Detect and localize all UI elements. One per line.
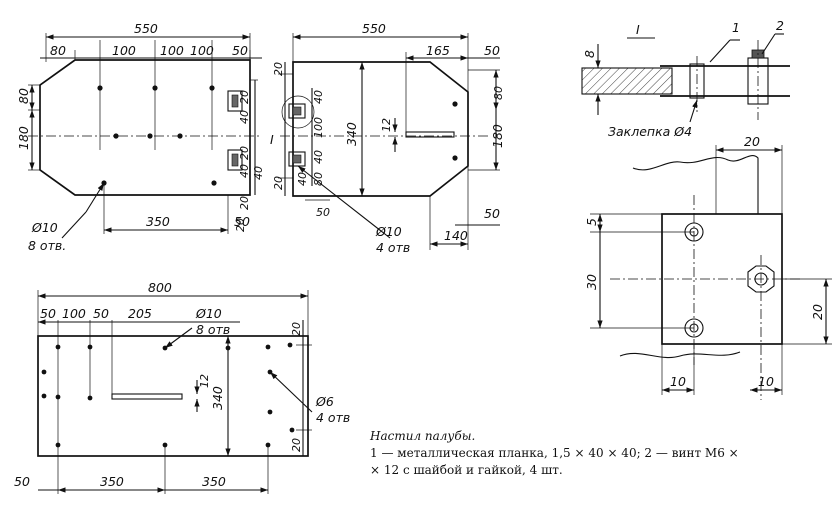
dim-bottom-top-2: 100 bbox=[62, 306, 86, 321]
callout-2: 2 bbox=[776, 18, 784, 33]
dim-left-bottom-3: 50 bbox=[234, 214, 250, 229]
hinge-plates bbox=[288, 103, 306, 167]
hinge-plates bbox=[227, 90, 243, 171]
plan-middle bbox=[278, 33, 500, 250]
dim-middle-inner-1: 340 bbox=[344, 122, 359, 146]
hole-note-bottom-1: Ø10 bbox=[195, 306, 222, 321]
dim-bottom-bottom-3: 350 bbox=[202, 474, 226, 489]
dim-bottom-top-3: 50 bbox=[93, 306, 109, 321]
dim-detail-left-1: 5 bbox=[584, 218, 599, 226]
dim-left-side-2: 180 bbox=[16, 126, 31, 150]
dim-detail-bottom-1: 10 bbox=[670, 374, 686, 389]
plate-outline bbox=[39, 59, 251, 196]
dim-bottom-right-1: 20 bbox=[290, 322, 303, 336]
dim-left-bottom-1: 350 bbox=[146, 214, 170, 229]
figure-caption: Настил палубы. 1 — металлическая планка,… bbox=[370, 428, 835, 479]
dim-middle-left-8: 50 bbox=[316, 206, 330, 219]
hole-note-middle-count: 4 отв bbox=[376, 240, 410, 255]
dim-left-side-1: 80 bbox=[16, 88, 31, 104]
detail-plan bbox=[590, 145, 832, 400]
dim-bottom-overall: 800 bbox=[148, 280, 172, 295]
caption-line-2: × 12 с шайбой и гайкой, 4 шт. bbox=[370, 463, 563, 477]
hole-note-left: Ø10 bbox=[31, 220, 58, 235]
dim-bottom-inner-1: 12 bbox=[198, 374, 211, 388]
dim-bottom-right-2: 20 bbox=[290, 438, 303, 452]
callout-1: 1 bbox=[732, 20, 740, 35]
dim-detail-right: 20 bbox=[810, 304, 825, 320]
dim-middle-left-2: 20 bbox=[272, 176, 285, 190]
dim-detail-top: 20 bbox=[744, 134, 760, 149]
dim-bottom-top-1: 50 bbox=[40, 306, 56, 321]
dim-middle-left-4: 100 bbox=[312, 117, 325, 138]
mount-holes bbox=[41, 342, 295, 448]
dim-bottom-bottom-2: 350 bbox=[100, 474, 124, 489]
dim-bottom-bottom-1: 50 bbox=[14, 474, 30, 489]
dim-middle-right-4: 140 bbox=[444, 228, 468, 243]
caption-title: Настил палубы. bbox=[370, 429, 476, 443]
dim-middle-top-2: 50 bbox=[484, 43, 500, 58]
dim-middle-top-1: 165 bbox=[426, 43, 450, 58]
dim-detail-left-2: 30 bbox=[584, 274, 599, 290]
plan-left bbox=[28, 33, 262, 239]
dim-left-top-3: 100 bbox=[160, 43, 184, 58]
dim-left-bottom-2: 20 bbox=[234, 218, 247, 232]
hole-note-bottom-2: Ø6 bbox=[315, 394, 334, 409]
dim-left-top-1: 80 bbox=[50, 43, 66, 58]
dim-middle-left-7: 40 bbox=[296, 172, 309, 186]
hole-note-left-count: 8 отв. bbox=[28, 238, 66, 253]
deck-edge bbox=[619, 155, 759, 359]
mount-holes bbox=[452, 101, 458, 161]
detail-title: I bbox=[636, 22, 640, 37]
dim-detail-bottom-2: 10 bbox=[758, 374, 774, 389]
detail-section bbox=[581, 33, 790, 123]
detail-circle bbox=[281, 95, 315, 129]
dim-left-top-5: 50 bbox=[232, 43, 248, 58]
dim-thickness: 8 bbox=[582, 50, 597, 58]
dim-middle-overall: 550 bbox=[362, 21, 386, 36]
hole-note-bottom-1-count: 8 отв bbox=[196, 322, 230, 337]
hole-note-middle: Ø10 bbox=[375, 224, 402, 239]
rivet-label: Заклепка Ø4 bbox=[608, 124, 692, 139]
dim-middle-left-3: 40 bbox=[312, 90, 325, 104]
mount-holes bbox=[97, 85, 217, 186]
dim-middle-right-2: 180 bbox=[490, 124, 505, 148]
section-mark: I bbox=[270, 132, 274, 147]
dim-left-top-2: 100 bbox=[112, 43, 136, 58]
plate-outline bbox=[37, 335, 309, 457]
dim-middle-left-1: 20 bbox=[272, 62, 285, 76]
deck-board bbox=[581, 67, 673, 95]
dim-left-right-1: 20 bbox=[238, 90, 251, 104]
dim-middle-right-1: 80 bbox=[492, 86, 505, 100]
caption-line-1: 1 — металлическая планка, 1,5 × 40 × 40;… bbox=[370, 446, 739, 460]
dim-bottom-inner-2: 340 bbox=[210, 386, 225, 410]
dim-left-right-2: 40 bbox=[238, 110, 251, 124]
plan-bottom bbox=[37, 290, 313, 494]
dim-middle-right-3: 50 bbox=[484, 206, 500, 221]
dim-middle-left-6: 80 bbox=[312, 172, 325, 186]
hole-note-bottom-2-count: 4 отв bbox=[316, 410, 350, 425]
dim-left-right-3: 20 bbox=[238, 146, 251, 160]
dim-bottom-top-4: 205 bbox=[128, 306, 152, 321]
dim-left-right-6: 20 bbox=[238, 196, 251, 210]
dim-left-right-5: 40 bbox=[252, 166, 265, 180]
dim-middle-left-5: 40 bbox=[312, 150, 325, 164]
dim-left-right-4: 40 bbox=[238, 164, 251, 178]
dim-left-overall: 550 bbox=[134, 21, 158, 36]
dim-middle-inner-2: 12 bbox=[380, 118, 393, 132]
dim-left-top-4: 100 bbox=[190, 43, 214, 58]
nut bbox=[747, 265, 775, 293]
